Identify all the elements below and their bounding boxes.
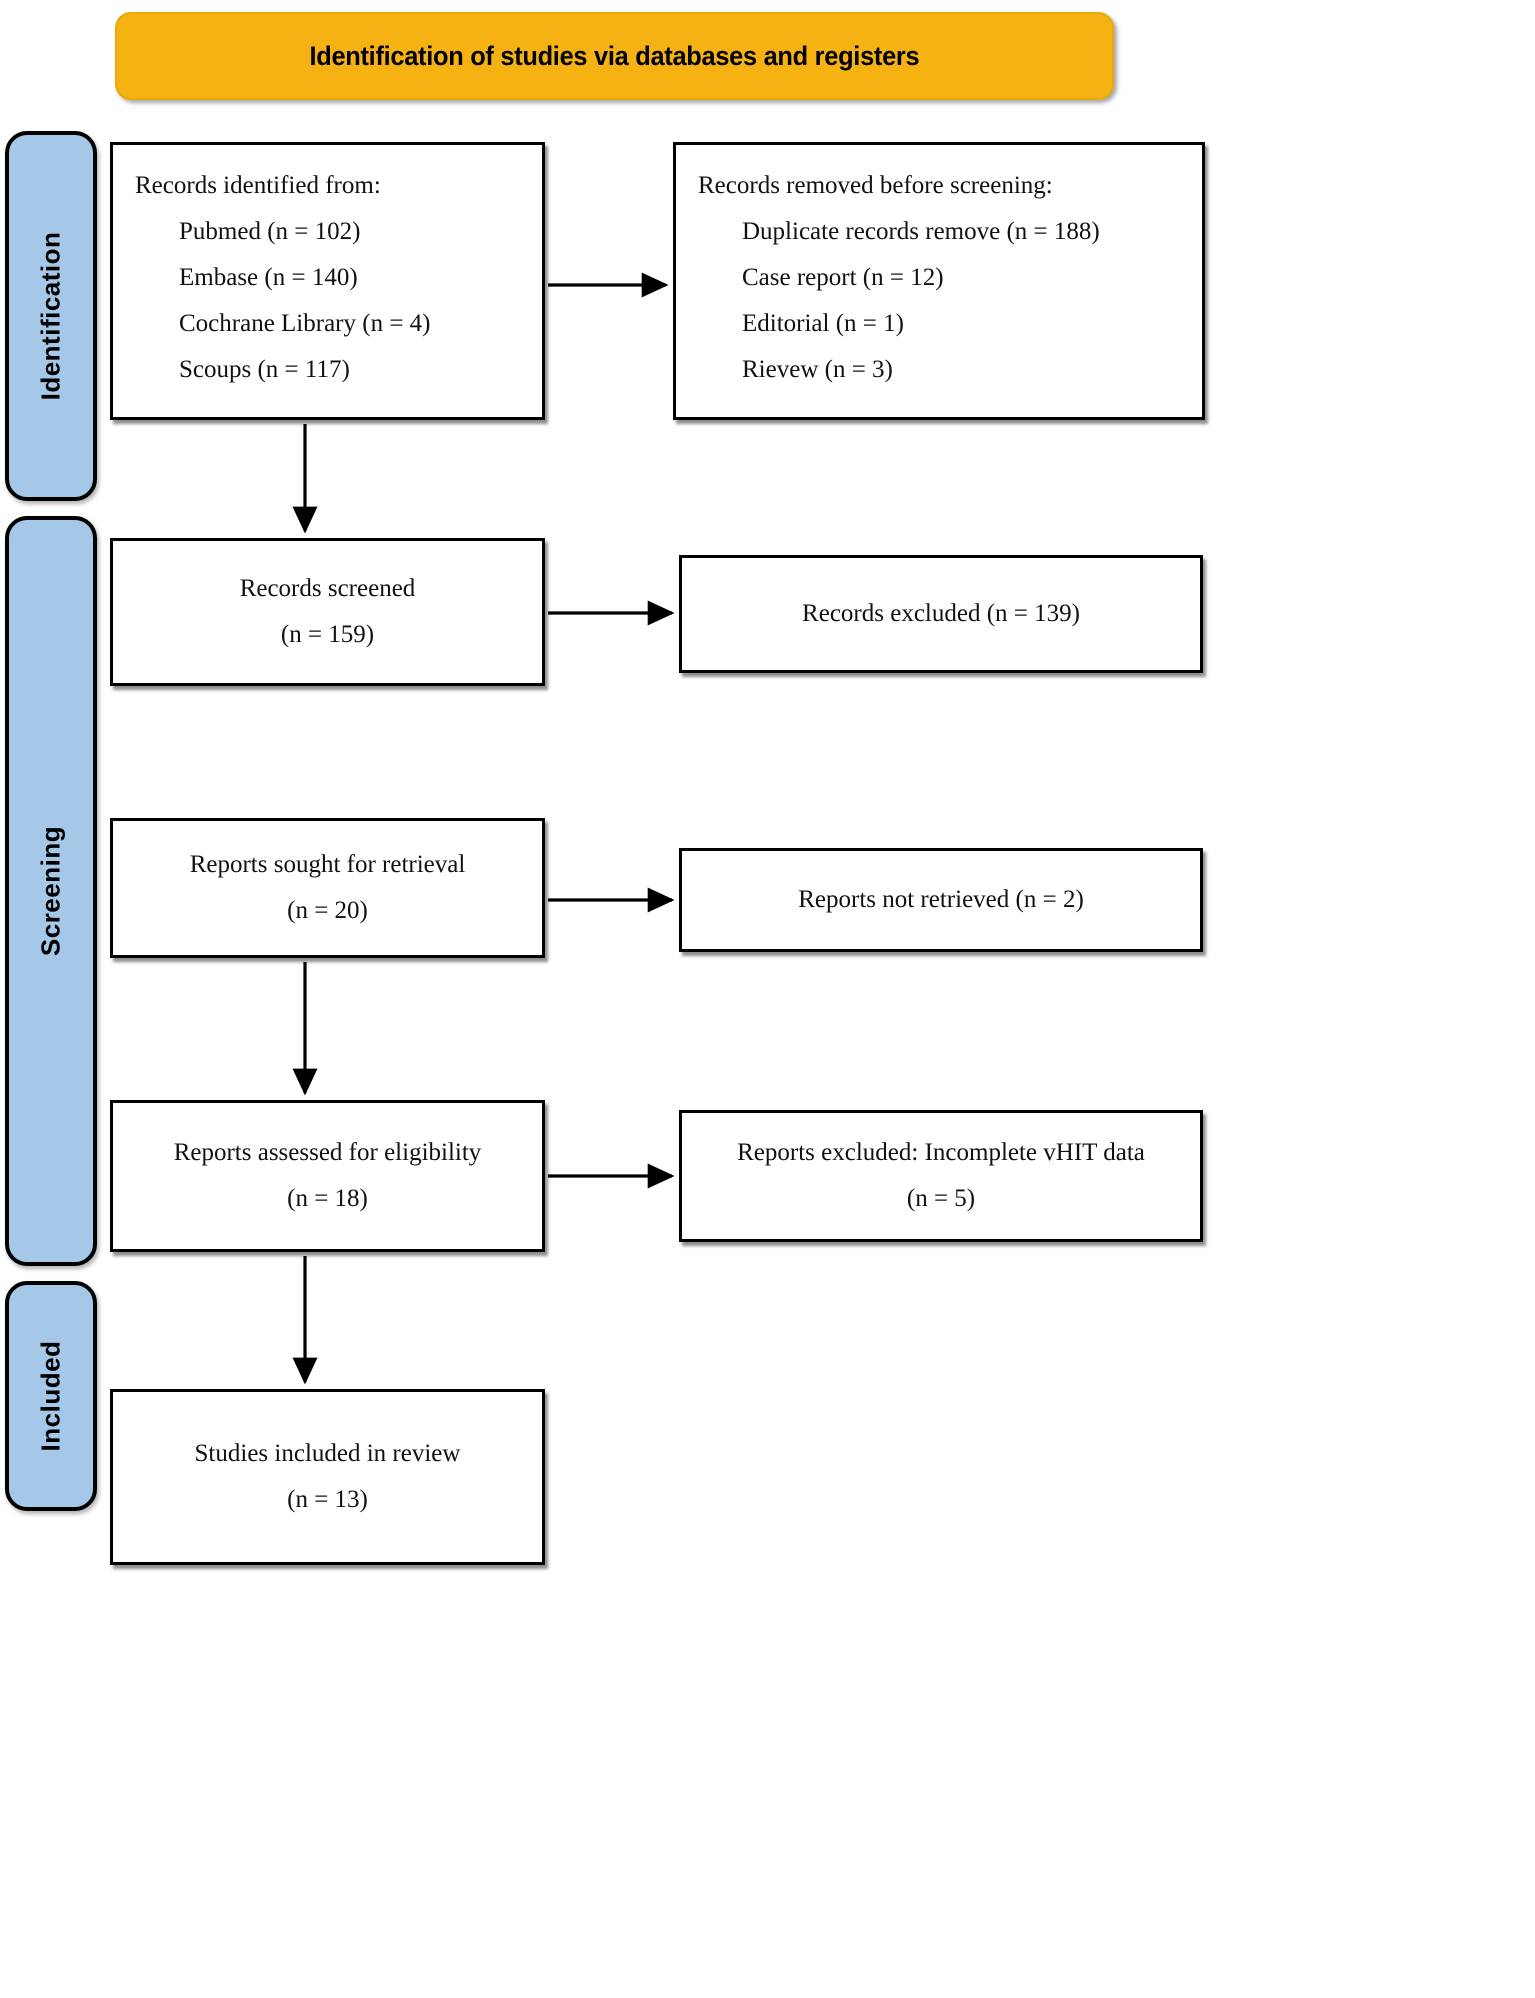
box-heading: Records removed before screening: [698, 172, 1053, 199]
box-reports-not-retrieved: Reports not retrieved (n = 2) [679, 848, 1203, 952]
box-reports-sought-for-retrieval: Reports sought for retrieval (n = 20) [110, 818, 545, 958]
diagram-header-banner: Identification of studies via databases … [115, 12, 1114, 100]
box-label: Studies included in review [194, 1440, 461, 1467]
stage-label-included: Included [35, 1340, 66, 1452]
box-records-identified: Records identified from: Pubmed (n = 102… [110, 142, 545, 420]
box-reports-assessed-for-eligibility: Reports assessed for eligibility (n = 18… [110, 1100, 545, 1252]
stage-bar-identification: Identification [5, 131, 97, 501]
box-heading: Records identified from: [135, 172, 381, 199]
box-label: Records screened [239, 575, 416, 602]
box-records-removed: Records removed before screening: Duplic… [673, 142, 1205, 420]
stage-bar-included: Included [5, 1281, 97, 1511]
source-cochrane-library: Cochrane Library (n = 4) [179, 310, 431, 337]
box-count: (n = 5) [906, 1185, 976, 1212]
removed-rievew: Rievew (n = 3) [742, 356, 893, 383]
source-embase: Embase (n = 140) [179, 264, 358, 291]
box-label: Reports sought for retrieval [189, 851, 466, 878]
removed-editorial: Editorial (n = 1) [742, 310, 904, 337]
source-scoups: Scoups (n = 117) [179, 356, 350, 383]
stage-bar-screening: Screening [5, 516, 97, 1266]
box-label: Reports excluded: Incomplete vHIT data [737, 1139, 1145, 1166]
box-studies-included-in-review: Studies included in review (n = 13) [110, 1389, 545, 1565]
box-records-excluded: Records excluded (n = 139) [679, 555, 1203, 673]
box-count: (n = 159) [280, 621, 375, 648]
removed-duplicate-records: Duplicate records remove (n = 188) [742, 218, 1100, 245]
box-count: (n = 20) [287, 897, 368, 924]
box-label: Reports assessed for eligibility [173, 1139, 482, 1166]
source-pubmed: Pubmed (n = 102) [179, 218, 361, 245]
removed-case-report: Case report (n = 12) [742, 264, 944, 291]
box-reports-excluded: Reports excluded: Incomplete vHIT data (… [679, 1110, 1203, 1242]
page-title: Identification of studies via databases … [309, 40, 920, 71]
stage-label-screening: Screening [35, 825, 66, 957]
box-label: Records excluded (n = 139) [802, 600, 1080, 627]
box-label: Reports not retrieved (n = 2) [798, 886, 1084, 913]
box-records-screened: Records screened (n = 159) [110, 538, 545, 686]
stage-label-identification: Identification [35, 231, 66, 401]
box-count: (n = 13) [287, 1486, 368, 1513]
box-count: (n = 18) [287, 1185, 368, 1212]
